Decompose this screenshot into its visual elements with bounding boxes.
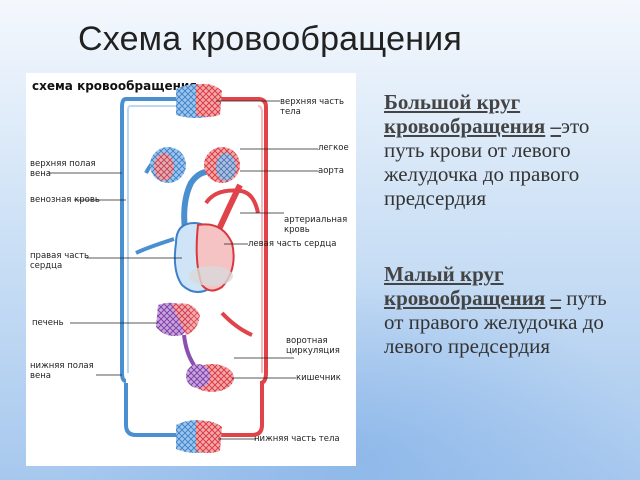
label-superior-vena-cava: верхняя полая вена [30, 159, 96, 179]
lower-body-capillaries-arterial [196, 420, 222, 453]
portal-vein [182, 334, 196, 367]
heart [173, 221, 235, 293]
label-lungs: легкое [318, 143, 349, 153]
label-venous-blood: венозная кровь [30, 195, 100, 205]
big-circle-term: Большой круг кровообращения [384, 90, 546, 138]
big-circle-definition: Большой круг кровообращения –это путь кр… [384, 90, 624, 210]
figure-title: схема кровообращения [32, 79, 198, 93]
small-circle-definition: Малый круг кровообращения – путь от прав… [384, 262, 624, 358]
big-circle-text: это путь крови от левого желудочка до пр… [384, 114, 590, 210]
lung-left-arterial [154, 153, 174, 181]
label-liver: печень [32, 318, 64, 328]
small-circle-text: путь от правого желудочка до левого пред… [384, 286, 607, 358]
label-arterial-blood: артериальная кровь [284, 215, 348, 235]
label-left-heart: левая часть сердца [248, 239, 337, 249]
small-circle-dash: – [550, 286, 562, 310]
circulation-figure: схема кровообращения [26, 73, 356, 466]
upper-body-capillaries-arterial [196, 83, 222, 117]
label-portal-circulation: воротная циркуляция [286, 336, 340, 356]
small-circle-term: Малый круг кровообращения [384, 262, 546, 310]
label-upper-body: верхняя часть тела [280, 97, 345, 117]
label-intestine: кишечник [296, 373, 341, 383]
leader-lines [48, 100, 318, 440]
label-right-heart: правая часть сердца [30, 251, 90, 271]
label-aorta: аорта [318, 166, 344, 176]
liver-arterial [172, 303, 200, 335]
label-lower-body: нижняя часть тела [254, 434, 340, 444]
label-inferior-vena-cava: нижняя полая вена [30, 361, 94, 381]
intestine-portal [186, 364, 210, 388]
big-circle-dash: – [550, 114, 562, 138]
arterial-vessels [204, 97, 268, 437]
lung-right-venous [216, 153, 236, 181]
slide-title: Схема кровообращения [78, 20, 462, 58]
circulation-diagram [48, 83, 318, 453]
